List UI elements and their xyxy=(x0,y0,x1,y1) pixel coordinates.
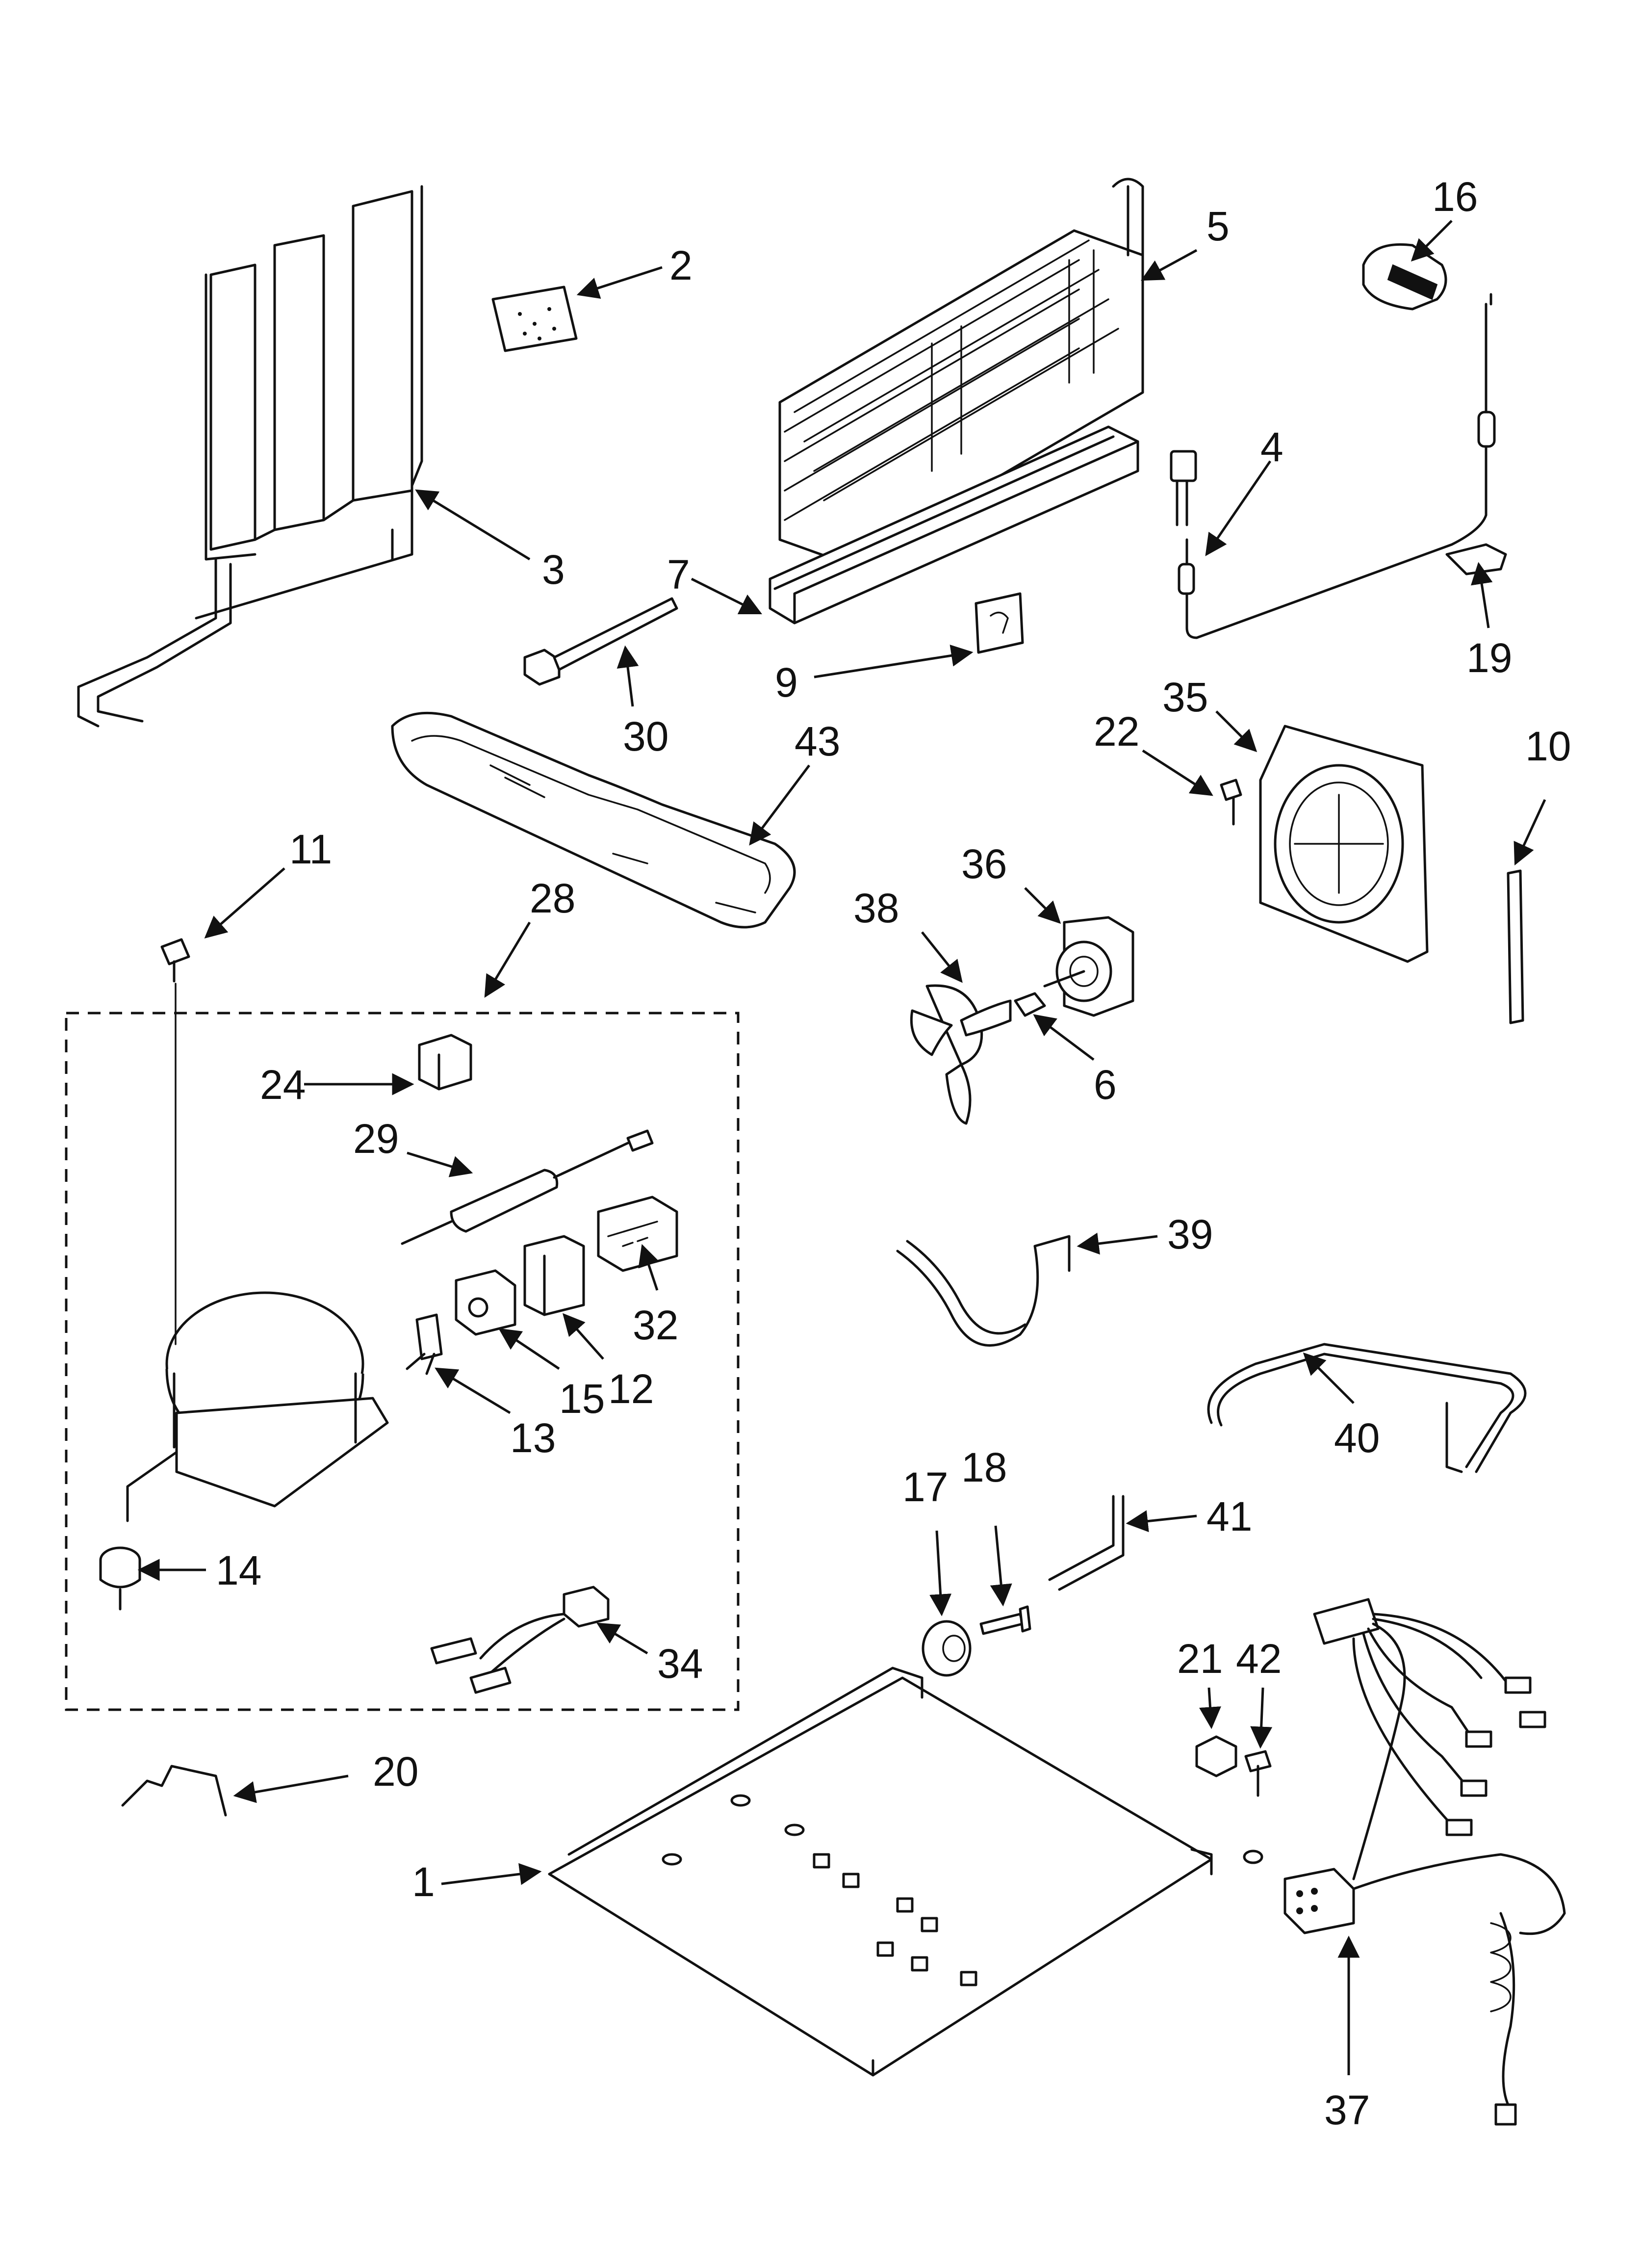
callout-28: 28 xyxy=(530,875,575,921)
callout-30: 30 xyxy=(623,713,668,759)
callout-17: 17 xyxy=(902,1464,948,1510)
callout-4: 4 xyxy=(1260,424,1283,470)
thermistor-harness-part-4 xyxy=(1170,293,1496,639)
callout-43: 43 xyxy=(795,718,840,764)
insulation-pad-part-2 xyxy=(491,286,578,352)
callout-22: 22 xyxy=(1094,708,1139,755)
compressor-kit-group-28 xyxy=(65,1012,740,1711)
callout-41: 41 xyxy=(1206,1493,1252,1539)
callout-5: 5 xyxy=(1206,203,1230,249)
callout-9: 9 xyxy=(775,659,798,705)
drain-trough-part-7 xyxy=(769,425,1139,625)
callout-36: 36 xyxy=(961,841,1007,887)
compressor xyxy=(126,1291,389,1522)
harness-part-34 xyxy=(430,1586,610,1694)
callout-39: 39 xyxy=(1167,1211,1213,1257)
callout-42: 42 xyxy=(1236,1636,1282,1682)
screw-part-18 xyxy=(979,1605,1031,1635)
leader-lines xyxy=(137,220,1546,2075)
bracket-part-9 xyxy=(975,592,1024,654)
screw-part-42 xyxy=(1243,1750,1272,1864)
callout-13: 13 xyxy=(510,1415,556,1461)
terminal-cover-part-32 xyxy=(597,1196,678,1272)
callout-20: 20 xyxy=(373,1748,418,1795)
callout-11: 11 xyxy=(289,826,332,872)
callout-6: 6 xyxy=(1094,1062,1117,1108)
callout-24: 24 xyxy=(260,1062,306,1108)
callout-7: 7 xyxy=(667,551,690,598)
callout-38: 38 xyxy=(853,885,899,931)
gasket-strip-part-10 xyxy=(1507,869,1524,1024)
callout-29: 29 xyxy=(353,1116,399,1162)
condenser-coil-part-3 xyxy=(77,185,423,728)
callout-2: 2 xyxy=(669,242,693,288)
tube-part-39 xyxy=(896,1235,1071,1347)
callout-35: 35 xyxy=(1162,674,1208,720)
fan-nut-part-6 xyxy=(1014,992,1046,1017)
starter-part-15 xyxy=(455,1269,516,1336)
wiring-harness-part-37 xyxy=(1283,1598,1566,2126)
nut-part-21 xyxy=(1195,1735,1237,1777)
callout-37: 37 xyxy=(1324,2087,1370,2133)
drier-part-29 xyxy=(401,1129,654,1245)
callout-16: 16 xyxy=(1432,174,1478,220)
screw-part-11 xyxy=(160,938,190,1345)
wire-clip-part-20 xyxy=(121,1765,227,1817)
callout-18: 18 xyxy=(961,1444,1007,1490)
callout-21: 21 xyxy=(1177,1636,1223,1682)
clip-part-19 xyxy=(1445,543,1507,575)
base-plate-part-1 xyxy=(548,1667,1213,2077)
damper-cover-part-16 xyxy=(1362,243,1447,311)
grommet-part-17 xyxy=(922,1620,972,1677)
callout-10: 10 xyxy=(1525,723,1571,769)
callout-34: 34 xyxy=(657,1641,703,1687)
callout-15: 15 xyxy=(559,1376,605,1422)
tube-part-40 xyxy=(1207,1343,1527,1473)
drain-pan-part-43 xyxy=(391,711,796,929)
callout-14: 14 xyxy=(216,1547,261,1593)
relay-part-24 xyxy=(418,1034,472,1091)
evaporator-part-5 xyxy=(778,178,1144,566)
fan-shroud-part-35 xyxy=(1259,725,1429,963)
clip-part-13 xyxy=(406,1313,443,1375)
callout-3: 3 xyxy=(542,547,565,593)
fan-motor-part-36 xyxy=(1043,916,1134,1017)
cable-tie-part-30 xyxy=(523,597,678,686)
callout-12: 12 xyxy=(608,1366,654,1412)
grommet-part-14 xyxy=(99,1546,141,1611)
tube-part-41 xyxy=(1048,1495,1125,1591)
callout-40: 40 xyxy=(1334,1415,1380,1461)
screw-part-22 xyxy=(1220,779,1242,826)
fan-blade-part-38 xyxy=(910,984,1012,1125)
callout-labels: 1 2 3 4 5 6 7 9 10 11 12 13 14 15 16 17 … xyxy=(216,174,1571,2133)
callout-1: 1 xyxy=(412,1859,435,1905)
callout-19: 19 xyxy=(1466,635,1512,681)
overload-part-12 xyxy=(523,1235,585,1316)
callout-32: 32 xyxy=(633,1302,678,1348)
